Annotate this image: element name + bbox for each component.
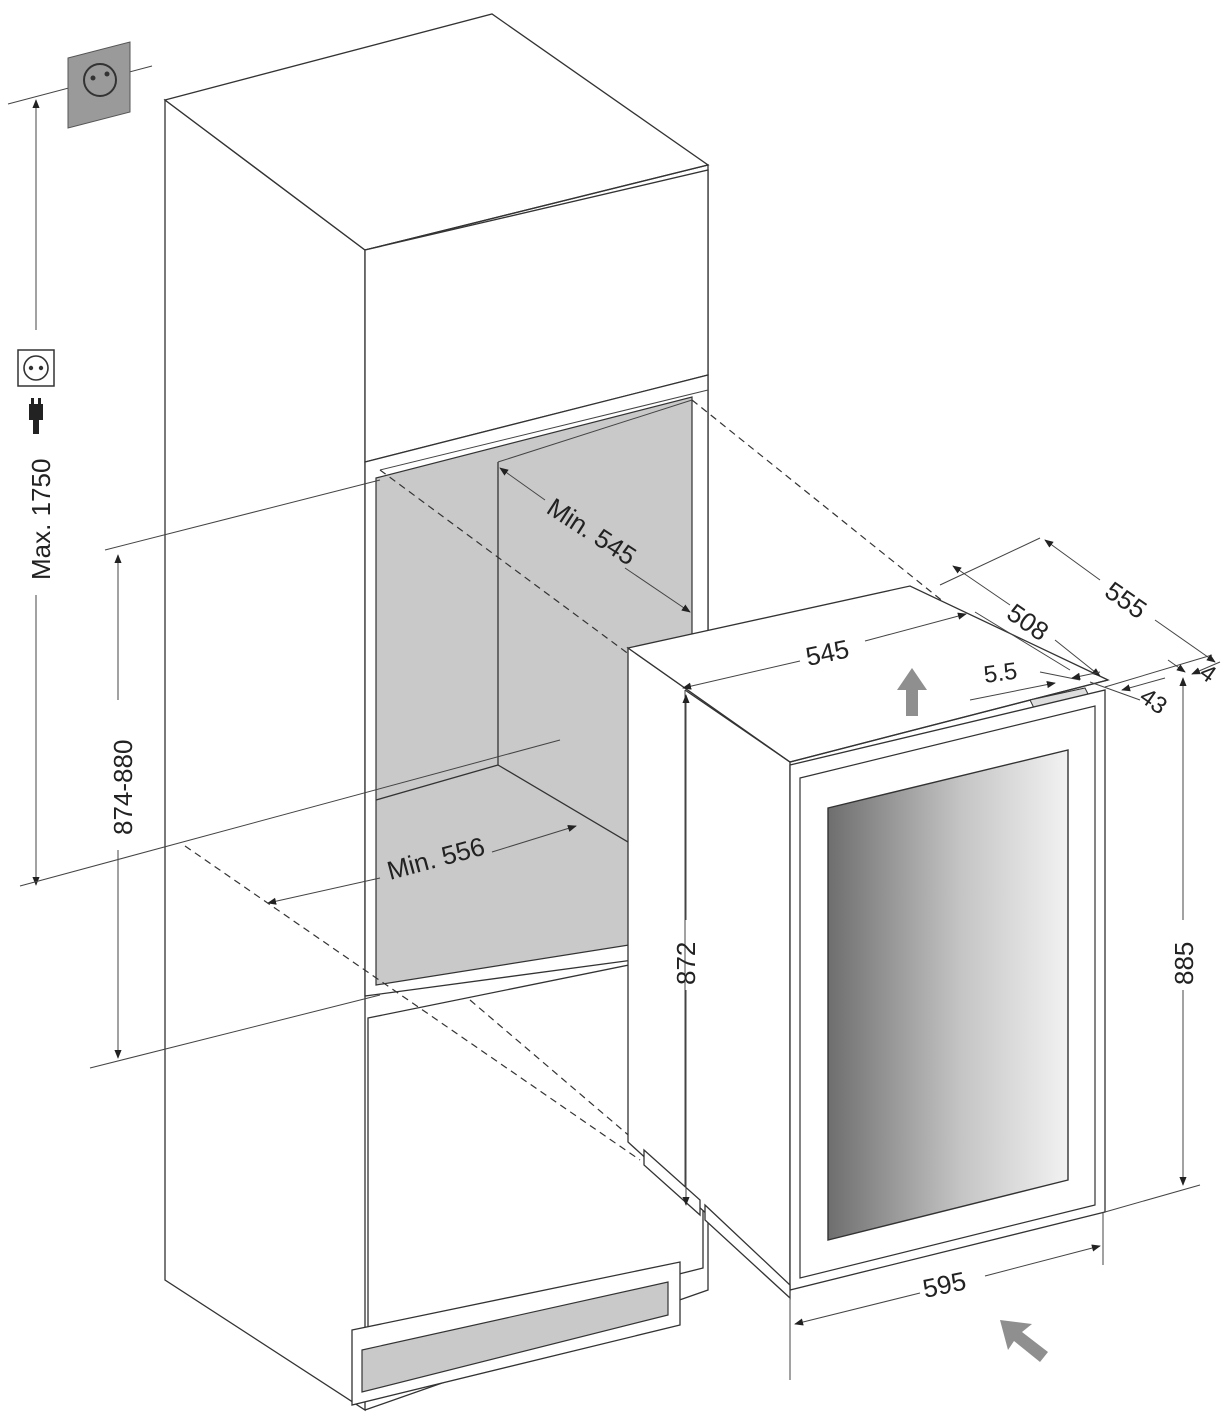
dimension-door-43: 43: [1121, 677, 1172, 720]
label-front-width: 595: [920, 1266, 969, 1304]
label-depth-555: 555: [1100, 575, 1153, 624]
dimension-side-height: 872: [671, 694, 701, 1206]
wine-cooler: [626, 585, 1110, 1300]
vent-up-arrow-icon: [897, 668, 927, 716]
insertion-guides: [184, 399, 961, 1161]
wall-socket-icon: [7, 41, 153, 129]
socket-icon: [17, 349, 55, 387]
plug-icon: [29, 398, 43, 434]
label-side-height: 872: [671, 942, 701, 985]
label-door-43: 43: [1135, 683, 1172, 720]
dimension-gap-4: 4: [1167, 659, 1221, 689]
air-in-arrow-icon: [1000, 1320, 1048, 1362]
label-front-height: 885: [1169, 942, 1199, 985]
dimension-niche-height: 874-880: [89, 479, 381, 1069]
dimension-max-height: Max. 1750: [26, 99, 56, 886]
tall-cabinet: [163, 13, 710, 1412]
plinth-vent: [361, 1281, 669, 1393]
label-max-height: Max. 1750: [26, 459, 56, 580]
dimension-front-height: 885: [1104, 677, 1201, 1213]
label-gap-5-5: 5.5: [982, 658, 1019, 689]
lower-door: [367, 949, 704, 1353]
label-niche-height: 874-880: [108, 740, 138, 835]
dimension-gap-5-5: 5.5: [969, 658, 1101, 701]
glass-pane: [827, 749, 1069, 1241]
label-gap-4: 4: [1195, 659, 1221, 689]
dimension-depth-555: 555: [1044, 539, 1216, 663]
